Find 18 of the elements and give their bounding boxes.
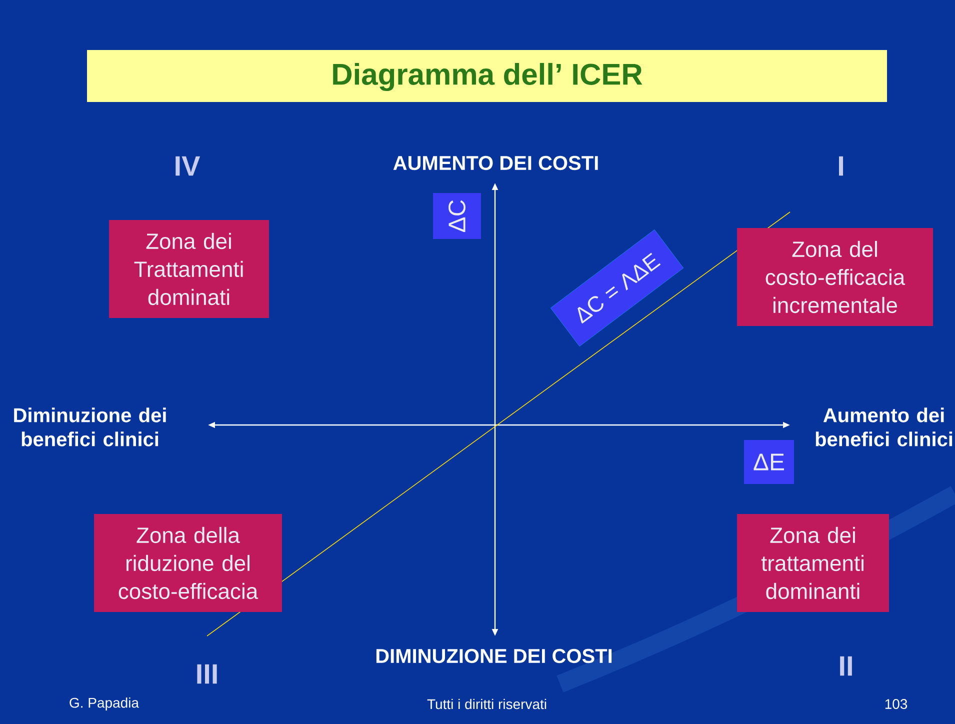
quadrant-number: I (838, 156, 844, 176)
axis-label: AUMENTO DEI COSTI (393, 156, 598, 170)
axis-label: Aumento dei benefici clinici (816, 408, 952, 446)
zone-box: Zona della riduzione del costo-efficacia (94, 514, 282, 612)
zone-box: Zona dei trattamenti dominanti (737, 514, 889, 612)
axis-label: Diminuzione dei benefici clinici (14, 408, 166, 446)
title-band: Diagramma dell’ ICER (87, 50, 887, 102)
footer-text: Tutti i diritti riservati (427, 698, 546, 710)
delta-box: ΔC (433, 193, 481, 239)
quadrant-number: IV (176, 156, 200, 176)
quadrant-number: II (840, 656, 852, 676)
axis-label: DIMINUZIONE DEI COSTI (376, 648, 612, 664)
zone-box: Zona dei Trattamenti dominati (109, 220, 269, 318)
delta-box: ΔE (744, 440, 794, 484)
zone-box: Zona del costo-efficacia incrementale (737, 228, 933, 326)
footer-text: 103 (885, 699, 908, 709)
footer-text: G. Papadia (70, 697, 140, 711)
quadrant-number: III (197, 664, 217, 684)
